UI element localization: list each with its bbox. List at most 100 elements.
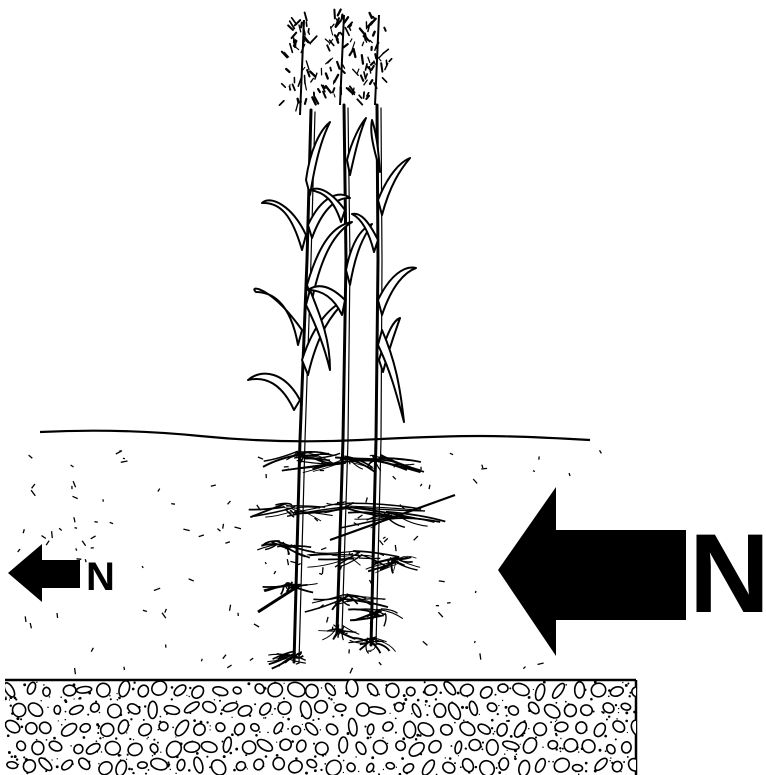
gravel-pebble: [468, 700, 479, 716]
gravel-dot: [214, 699, 215, 700]
gravel-dot: [627, 756, 629, 758]
gravel-pebble: [580, 704, 594, 717]
gravel-pebble: [164, 738, 185, 760]
gravel-dot: [428, 705, 430, 707]
gravel-dot: [209, 725, 210, 726]
gravel-pebble: [385, 762, 395, 770]
seed-spikelet: [370, 13, 372, 18]
gravel-pebble: [192, 721, 208, 737]
gravel-dot: [157, 742, 159, 744]
soil-speck: [46, 541, 49, 545]
gravel-dot: [585, 762, 588, 765]
gravel-dot: [118, 697, 121, 700]
gravel-dot: [445, 757, 446, 758]
gravel-pebble: [200, 740, 218, 754]
gravel-dot: [498, 705, 499, 706]
gravel-pebble: [117, 679, 132, 698]
gravel-pebble: [96, 759, 114, 775]
gravel-dot: [276, 741, 277, 742]
gravel-pebble: [24, 721, 39, 736]
leaf: [378, 158, 410, 215]
soil-speck: [384, 538, 388, 542]
seed-spikelet: [311, 36, 317, 42]
seed-spikelet: [310, 72, 315, 77]
gravel-pebble: [304, 721, 320, 737]
gravel-pebble: [534, 757, 548, 774]
soil-speck: [162, 613, 166, 618]
seed-spikelet: [333, 88, 335, 92]
gravel-pebble: [137, 722, 154, 739]
gravel-dot: [153, 739, 155, 741]
gravel-pebble: [590, 681, 608, 698]
gravel-pebble: [59, 721, 78, 739]
gravel-pebble: [305, 684, 319, 699]
gravel-dot: [585, 770, 587, 772]
gravel-pebble: [258, 701, 274, 717]
gravel-dot: [491, 727, 493, 729]
gravel-dot: [509, 687, 511, 689]
gravel-dot: [625, 684, 628, 687]
gravel-dot: [463, 720, 465, 722]
seed-spikelet: [372, 66, 374, 70]
gravel-dot: [514, 757, 517, 760]
gravel-dot: [615, 738, 617, 740]
gravel-dot: [271, 714, 272, 715]
gravel-dot: [120, 755, 121, 756]
soil-speck: [124, 667, 125, 670]
gravel-dot: [79, 697, 82, 700]
gravel-pebble: [609, 685, 624, 697]
soil-speck: [18, 549, 20, 552]
gravel-dot: [245, 754, 247, 756]
gravel-dot: [21, 725, 24, 728]
gravel-dot: [129, 738, 131, 740]
gravel-pebble: [368, 706, 386, 715]
gravel-dot: [556, 719, 557, 720]
gravel-dot: [274, 708, 276, 710]
soil-speck: [82, 541, 85, 546]
gravel-pebble: [345, 679, 358, 698]
seed-spikelet: [298, 99, 299, 103]
soil-speck: [123, 458, 125, 459]
soil-speck: [366, 497, 367, 502]
soil-speck: [189, 579, 194, 581]
gravel-dot: [160, 752, 161, 753]
gravel-dot: [249, 715, 251, 717]
gravel-pebble: [10, 701, 28, 719]
soil-speck: [223, 524, 224, 529]
gravel-dot: [16, 717, 19, 720]
gravel-pebble: [98, 721, 116, 739]
seed-spikelet: [362, 55, 363, 64]
gravel-pebble: [192, 756, 204, 774]
seed-spikelet: [334, 80, 335, 84]
gravel-pebble: [287, 758, 304, 775]
soil-speck: [393, 476, 396, 479]
seed-spikelet: [375, 54, 376, 58]
gravel-dot: [188, 769, 191, 772]
gravel-dot: [416, 734, 419, 737]
soil-speck: [143, 610, 147, 611]
gravel-dot: [404, 698, 407, 701]
seed-spikelet: [301, 23, 302, 28]
gravel-dot: [152, 755, 153, 756]
gravel-pebble: [550, 682, 566, 700]
gravel-pebble: [158, 721, 168, 731]
gravel-dot: [417, 699, 420, 702]
gravel-dot: [267, 732, 269, 734]
soil-speck: [379, 662, 381, 665]
gravel-dot: [618, 708, 619, 709]
soil-speck: [227, 665, 231, 668]
gravel-pebble: [411, 703, 423, 719]
soil-speck: [57, 613, 58, 618]
gravel-dot: [559, 747, 561, 749]
gravel-dot: [109, 695, 111, 697]
gravel-dot: [535, 736, 537, 738]
gravel-pebble: [68, 704, 84, 717]
plant-seed-heads: [280, 10, 392, 115]
gravel-dot: [8, 751, 11, 754]
gravel-dot: [171, 698, 173, 700]
seed-spikelet: [350, 39, 352, 42]
soil-speck: [274, 571, 276, 574]
gravel-pebble: [580, 737, 598, 755]
gravel-dot: [475, 766, 477, 768]
